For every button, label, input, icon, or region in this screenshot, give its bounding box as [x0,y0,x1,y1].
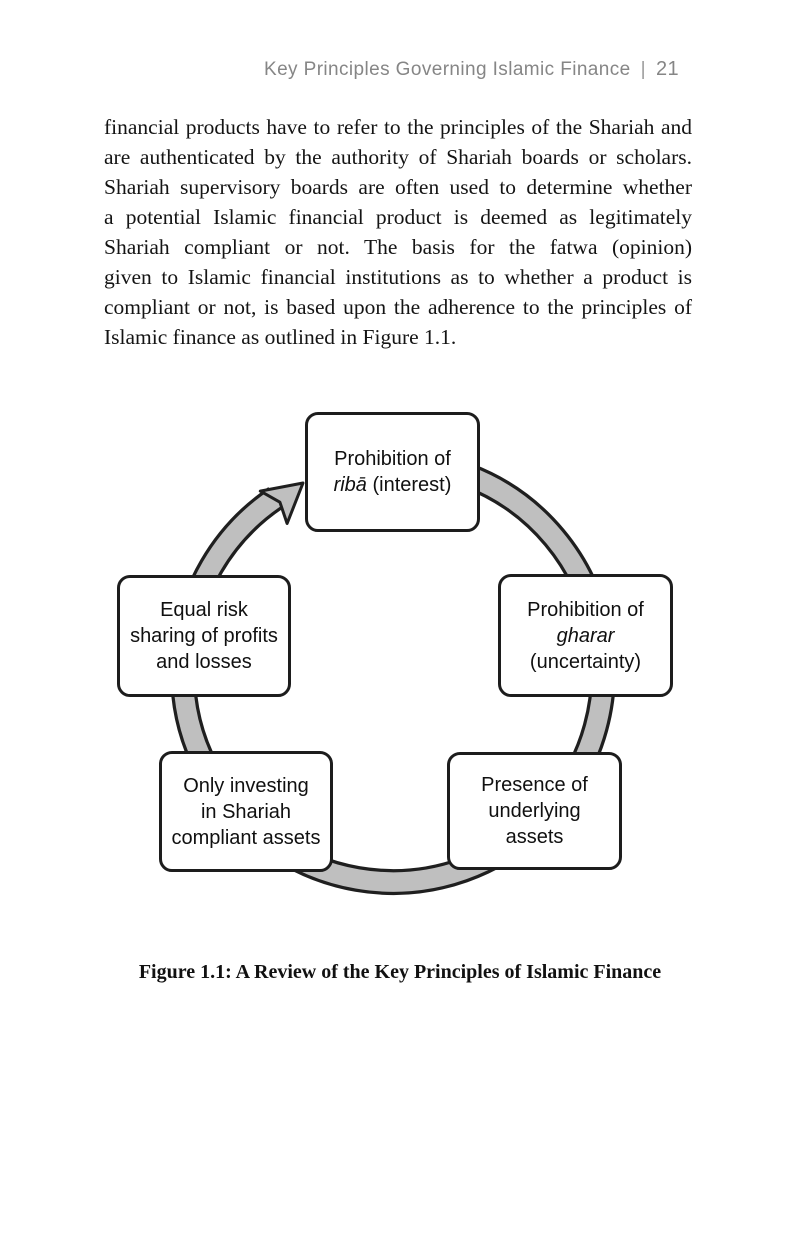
box-text-italic: gharar [556,624,615,647]
box-text: Prohibition of [527,598,644,621]
diagram-box-shariah-compliant-assets: Only investing in Shariah compliant asse… [159,751,333,872]
diagram-box-gharar: Prohibition of gharar (uncertainty) [498,574,673,697]
box-text: Presence of [481,774,588,796]
paragraph-line: financial products have to refer to the … [104,115,692,139]
diagram-box-underlying-assets-label: Presence of underlying assets [481,772,588,850]
diagram-box-underlying-assets: Presence of underlying assets [447,752,622,870]
paragraph-line: given to Islamic financial institutions … [104,265,692,289]
running-header-title: Key Principles Governing Islamic Finance [264,59,631,80]
box-text-italic: ribā [333,474,367,496]
paragraph-line: a potential Islamic financial product is… [104,205,692,229]
diagram-box-riba-label: Prohibition of ribā (interest) [334,446,452,498]
page-number: 21 [655,58,679,80]
box-text: compliant assets [171,826,321,849]
diagram-box-shariah-compliant-assets-label: Only investing in Shariah compliant asse… [172,773,321,851]
diagram-box-equal-risk-sharing: Equal risk sharing of profits and losses [117,575,291,697]
box-text: sharing of profits [130,625,278,647]
box-text: (uncertainty) [529,650,642,673]
box-text: underlying [488,800,581,822]
paragraph-line: Islamic finance as outlined in Figure 1.… [104,325,457,349]
paragraph-line: Shariah compliant or not. The basis for … [104,235,692,259]
box-text: (interest) [366,474,452,496]
box-text: in Shariah [200,800,292,823]
box-text: assets [505,826,564,848]
paragraph-line: are authenticated by the authority of Sh… [104,145,692,169]
running-header: Key Principles Governing Islamic Finance… [264,58,679,81]
figure-caption: Figure 1.1: A Review of the Key Principl… [138,961,662,983]
diagram-box-riba: Prohibition of ribā (interest) [305,412,480,532]
diagram-box-equal-risk-sharing-label: Equal risk sharing of profits and losses [130,597,278,675]
box-text: and losses [156,651,252,673]
box-text: Prohibition of [334,448,451,470]
header-separator: | [640,59,646,80]
box-text: Equal risk [160,599,248,621]
body-paragraph: financial products have to refer to the … [104,112,692,352]
diagram-box-gharar-label: Prohibition of gharar (uncertainty) [527,597,644,675]
box-text: Only investing [183,774,309,797]
paragraph-line: Shariah supervisory boards are often use… [104,175,692,199]
cycle-arrowhead-icon [258,481,305,525]
paragraph-line: compliant or not, is based upon the adhe… [104,295,692,319]
